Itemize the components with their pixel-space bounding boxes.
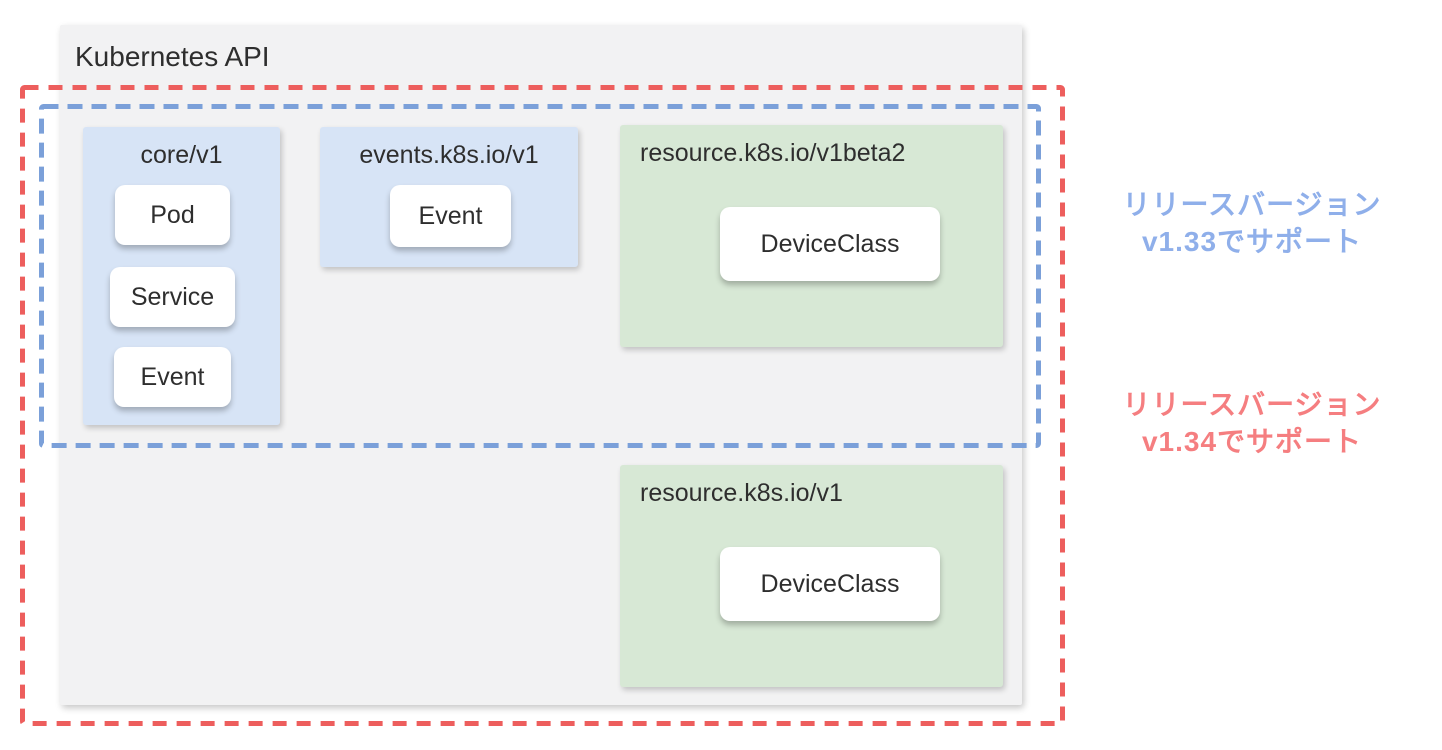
resource-chip-label: Event — [418, 201, 483, 230]
annotation-line: v1.33でサポート — [1141, 226, 1363, 257]
api-group-resource-k8s-io-v1beta2: resource.k8s.io/v1beta2 DeviceClass — [620, 125, 1003, 347]
api-group-label: resource.k8s.io/v1beta2 — [640, 139, 906, 167]
resource-chip-deviceclass: DeviceClass — [720, 547, 940, 621]
resource-chip-label: Event — [140, 362, 205, 391]
resource-chip-event: Event — [114, 347, 231, 407]
resource-chip-deviceclass: DeviceClass — [720, 207, 940, 281]
annotation-line: リリースバージョン — [1122, 389, 1382, 420]
resource-chip-service: Service — [110, 267, 235, 327]
api-group-label: events.k8s.io/v1 — [359, 141, 539, 169]
resource-chip-event: Event — [390, 185, 511, 247]
resource-chip-label: Pod — [150, 200, 195, 229]
api-group-events-k8s-io-v1: events.k8s.io/v1 Event — [320, 127, 578, 267]
annotation-supported-v1-34: リリースバージョン v1.34でサポート — [1082, 386, 1422, 460]
resource-chip-label: DeviceClass — [760, 569, 900, 598]
api-group-resource-k8s-io-v1: resource.k8s.io/v1 DeviceClass — [620, 465, 1003, 687]
annotation-supported-v1-33: リリースバージョン v1.33でサポート — [1082, 186, 1422, 260]
api-group-label: core/v1 — [140, 141, 223, 169]
resource-chip-label: DeviceClass — [760, 229, 900, 258]
resource-chip-label: Service — [130, 282, 215, 311]
kubernetes-api-title: Kubernetes API — [75, 41, 270, 72]
annotation-line: v1.34でサポート — [1141, 426, 1363, 457]
resource-chip-pod: Pod — [115, 185, 230, 245]
api-group-label: resource.k8s.io/v1 — [640, 479, 843, 507]
api-group-core-v1: core/v1 Pod Service Event — [83, 127, 280, 425]
annotation-line: リリースバージョン — [1122, 189, 1382, 220]
